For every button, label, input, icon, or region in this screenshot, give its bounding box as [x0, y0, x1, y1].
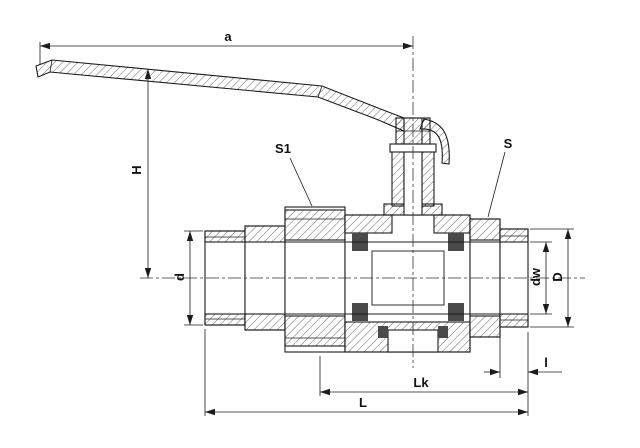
seat-bottom-left: [352, 303, 368, 321]
dim-label-d: d: [172, 273, 187, 281]
dimension-a: a: [39, 29, 413, 64]
bottom-seal-right: [438, 326, 448, 338]
dim-label-S: S: [504, 136, 513, 151]
dim-label-Lk: Lk: [413, 375, 429, 390]
centerlines: [140, 36, 585, 368]
dim-label-H: H: [129, 165, 144, 174]
dim-label-D: D: [550, 272, 565, 281]
dimensions: a H d dw D l: [39, 29, 574, 416]
gland-left: [391, 149, 405, 207]
dimension-l: l: [484, 332, 562, 416]
dim-label-L: L: [359, 395, 367, 410]
valve-body-section: [204, 206, 529, 353]
dimension-H: H: [129, 69, 152, 278]
leader-S: S: [487, 136, 513, 218]
gland-right: [421, 149, 435, 207]
dimension-Lk: Lk: [319, 356, 528, 396]
seat-bottom-right: [448, 303, 464, 321]
dim-label-a: a: [224, 29, 232, 44]
dim-label-l: l: [544, 355, 548, 370]
dimension-L: L: [204, 329, 528, 416]
leader-S1: S1: [275, 141, 313, 207]
handle-bar: [35, 59, 405, 132]
dimension-d: d: [172, 230, 203, 326]
dimension-dw: dw: [528, 241, 552, 315]
handle-grip-end: [419, 118, 450, 165]
union-nut: [284, 206, 346, 353]
handle: [35, 59, 450, 165]
bottom-seal-left: [378, 326, 388, 338]
central-body: [344, 214, 471, 353]
dim-label-dw: dw: [528, 267, 543, 286]
dim-label-S1: S1: [275, 141, 291, 156]
dimension-D: D: [530, 228, 574, 328]
